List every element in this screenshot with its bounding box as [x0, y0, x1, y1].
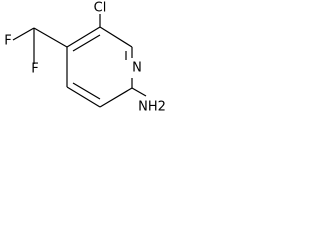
bond-c6-c2 [99, 87, 133, 108]
double-bond-c5-c6-inner [72, 82, 101, 100]
bond-chf2-f-top [12, 27, 35, 41]
bond-c4-chf2 [33, 27, 68, 48]
fluorine-top-atom-label: F [4, 34, 11, 49]
fluorine-bottom-atom-label: F [31, 62, 38, 77]
bond-c1-c3 [99, 26, 133, 48]
bond-c2-nh2 [131, 87, 147, 97]
bond-c3-c4 [66, 26, 101, 48]
amine-group-label: NH2 [138, 100, 166, 115]
chlorine-atom-label: Cl [94, 1, 107, 16]
double-bond-c3-c4-inner [72, 34, 101, 52]
nitrogen-atom-label: N [132, 61, 142, 76]
chemical-structure: Cl N F F NH2 [4, 1, 166, 115]
bond-c5-c6 [66, 86, 101, 108]
